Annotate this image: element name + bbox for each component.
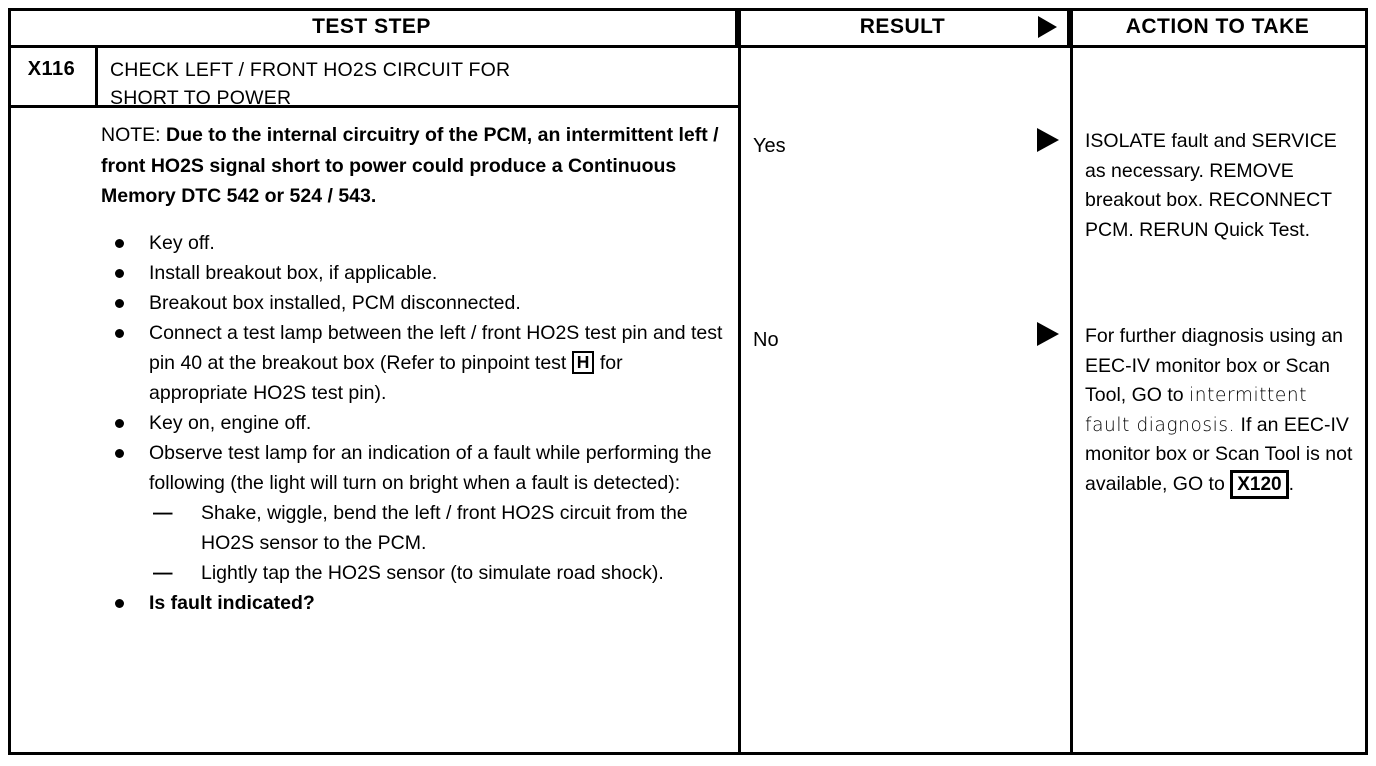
sub-list-item: Shake, wiggle, bend the left / front HO2… (149, 498, 726, 558)
step-title: CHECK LEFT / FRONT HO2S CIRCUIT FOR SHOR… (98, 48, 738, 109)
step-title-line-1: CHECK LEFT / FRONT HO2S CIRCUIT FOR (110, 59, 511, 81)
sub-list-item: Lightly tap the HO2S sensor (to simulate… (149, 558, 726, 588)
action-no-text-part-3: . (1288, 472, 1295, 495)
action-no-intermittent-fault-ref: intermittent fault diagnosis. (1085, 385, 1308, 436)
table-header-row: TEST STEP RESULT ACTION TO TAKE (8, 8, 1368, 48)
step-id-badge: X116 (8, 48, 98, 105)
right-triangle-icon (1037, 128, 1059, 152)
action-no-block: For further diagnosis using an EEC-IV mo… (1085, 322, 1353, 499)
procedure-bullet-list: Key off. Install breakout box, if applic… (101, 228, 726, 618)
bullet-text-before-ref: Connect a test lamp between the left / f… (149, 321, 723, 374)
bullet-text: Key on, engine off. (149, 411, 312, 434)
note-block: NOTE: Due to the internal circuitry of t… (101, 120, 726, 212)
bullet-text: Breakout box installed, PCM disconnected… (149, 291, 521, 314)
list-item: Install breakout box, if applicable. (101, 258, 726, 288)
bullet-text: Is fault indicated? (149, 591, 315, 614)
note-keyword: NOTE: (101, 124, 161, 146)
column-divider-action (1070, 8, 1073, 755)
column-header-result: RESULT (738, 8, 1070, 45)
list-item: Observe test lamp for an indication of a… (101, 438, 726, 588)
step-id-row: X116 CHECK LEFT / FRONT HO2S CIRCUIT FOR… (8, 48, 738, 109)
result-column: Yes No (741, 0, 1070, 766)
right-triangle-icon (1038, 15, 1057, 38)
sub-dash-list: Shake, wiggle, bend the left / front HO2… (149, 498, 726, 588)
bullet-text: Observe test lamp for an indication of a… (149, 441, 712, 494)
list-item: Breakout box installed, PCM disconnected… (101, 288, 726, 318)
list-item: Connect a test lamp between the left / f… (101, 318, 726, 408)
result-no-label: No (753, 329, 779, 351)
bullet-text-after-ref: for appropriate HO2S test pin). (149, 351, 623, 404)
pinpoint-test-ref-h[interactable]: H (571, 350, 595, 374)
note-text: Due to the internal circuitry of the PCM… (101, 124, 719, 207)
list-item: Key off. (101, 228, 726, 258)
right-triangle-icon (1037, 322, 1059, 346)
bullet-text: Key off. (149, 231, 215, 254)
action-to-take-column: ISOLATE fault and SERVICE as necessary. … (1073, 0, 1368, 766)
bullet-text: Install breakout box, if applicable. (149, 261, 438, 284)
action-no-text-part-2: If an EEC-IV monitor box or Scan Tool is… (1085, 413, 1353, 495)
column-header-result-label: RESULT (859, 14, 946, 38)
pinpoint-test-ref-x120[interactable]: X120 (1230, 469, 1289, 499)
column-divider-teststep (738, 8, 741, 755)
table-frame (8, 8, 1368, 755)
test-step-body: NOTE: Due to the internal circuitry of t… (101, 120, 726, 618)
list-item: Key on, engine off. (101, 408, 726, 438)
action-yes-text: ISOLATE fault and SERVICE as necessary. … (1085, 130, 1337, 241)
list-item-question: Is fault indicated? (101, 588, 726, 618)
action-no-text-part-1: For further diagnosis using an EEC-IV mo… (1085, 325, 1343, 406)
column-header-test-step: TEST STEP (8, 8, 738, 45)
step-title-line-2: SHORT TO POWER (110, 87, 292, 109)
result-yes-label: Yes (753, 135, 786, 157)
column-header-action-to-take: ACTION TO TAKE (1125, 14, 1310, 38)
